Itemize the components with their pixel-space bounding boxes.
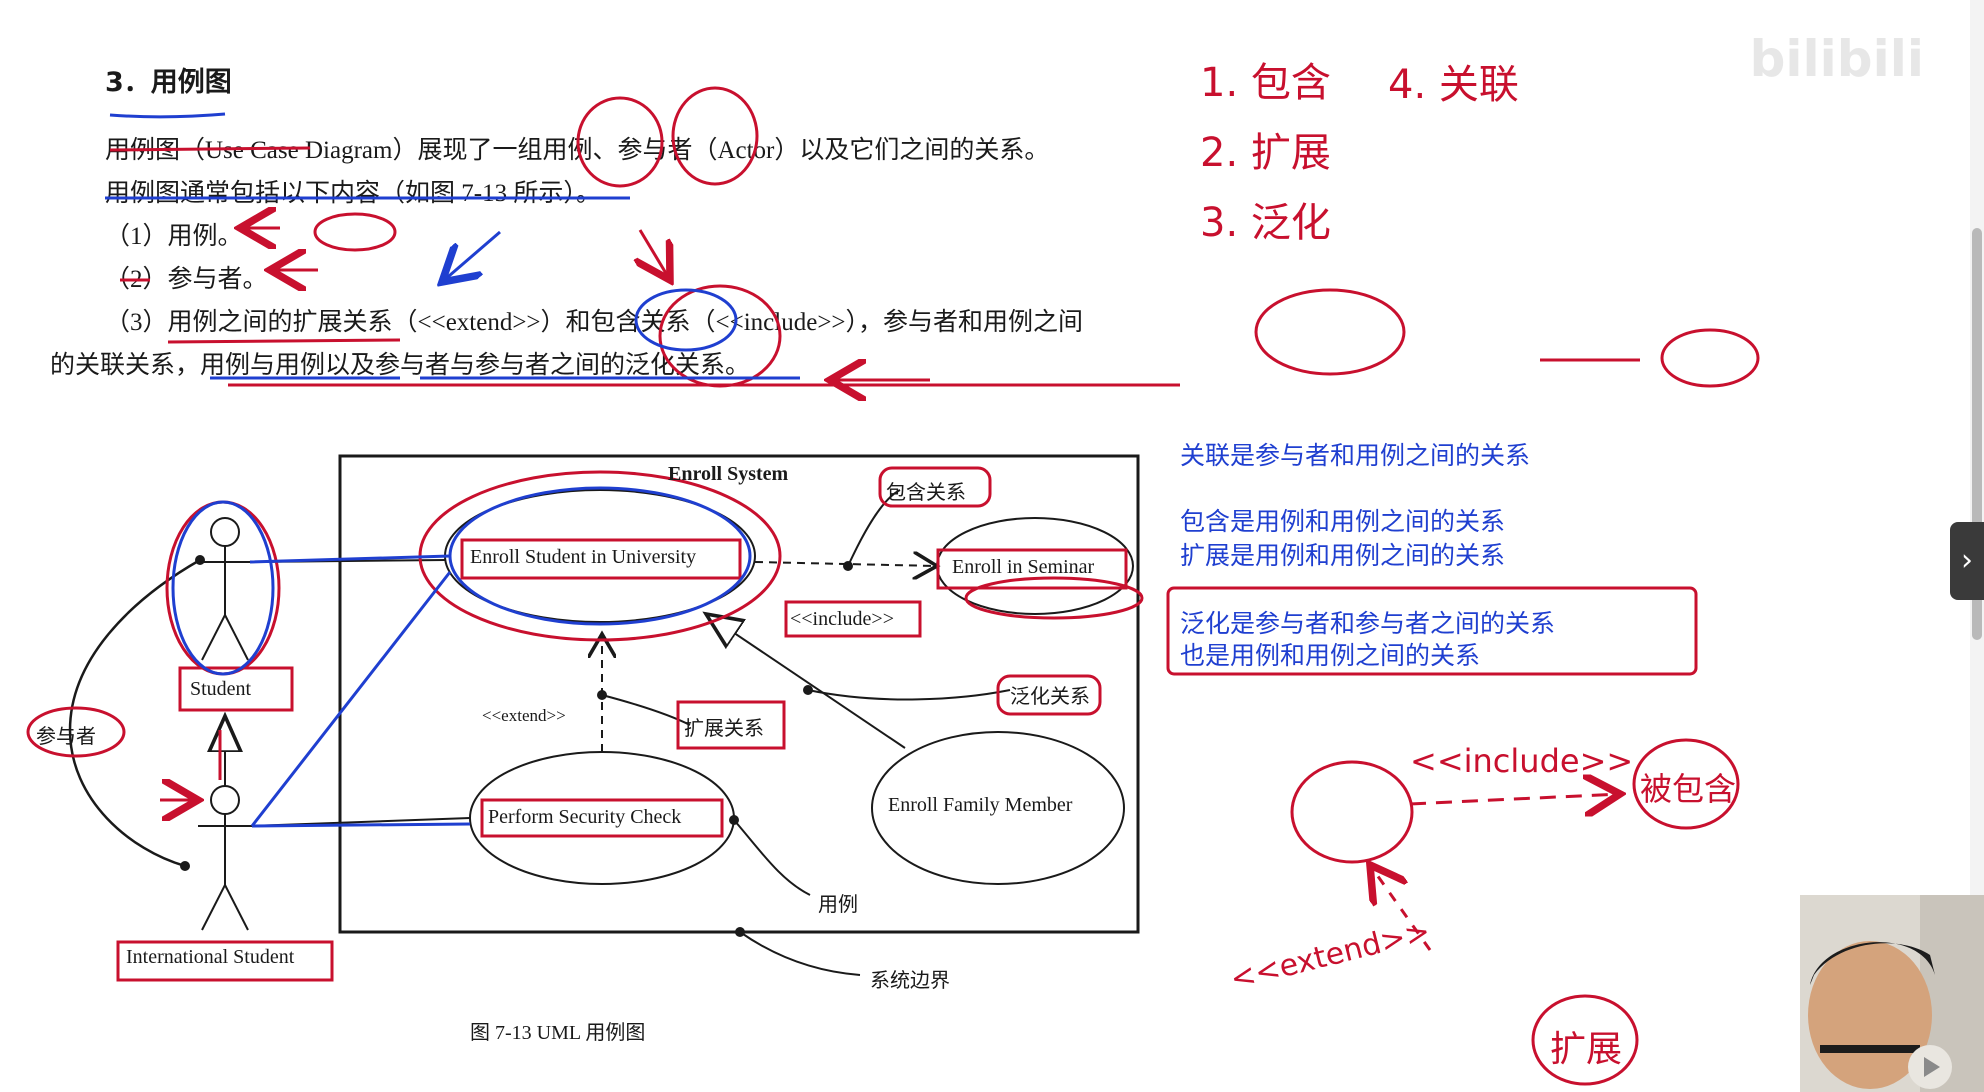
hand-list-2: 2. 扩展 — [1200, 120, 1331, 178]
hand-include-tag: <<include>> — [1410, 742, 1633, 780]
hand-list-4: 4. 关联 — [1388, 52, 1519, 110]
callout-generalization: 泛化关系 — [1010, 680, 1090, 709]
note-generalization-1: 泛化是参与者和参与者之间的关系 — [1180, 604, 1555, 640]
use-case-label-family: Enroll Family Member — [888, 794, 1072, 817]
hand-included: 被包含 — [1640, 764, 1736, 810]
actor-international-figure — [198, 786, 252, 930]
note-extend: 扩展是用例和用例之间的关系 — [1180, 536, 1505, 572]
actor-label-international: International Student — [126, 946, 294, 969]
chevron-right-icon: › — [1961, 543, 1973, 578]
stereotype-include: <<include>> — [790, 608, 894, 631]
use-case-label-university: Enroll Student in University — [470, 546, 696, 569]
red-ink-annotations — [28, 88, 1758, 1084]
callout-actor: 参与者 — [36, 720, 96, 749]
hand-list-3: 3. 泛化 — [1200, 190, 1331, 248]
leader-boundary — [740, 932, 860, 975]
stereotype-extend: <<extend>> — [482, 706, 566, 726]
next-page-button[interactable]: › — [1950, 522, 1984, 600]
use-case-label-seminar: Enroll in Seminar — [952, 556, 1094, 579]
use-case-label-security: Perform Security Check — [488, 806, 681, 829]
callout-use-case: 用例 — [818, 888, 858, 917]
callout-boundary: 系统边界 — [870, 964, 950, 993]
hand-extended: 扩展 — [1550, 1020, 1622, 1072]
note-association: 关联是参与者和用例之间的关系 — [1180, 436, 1530, 472]
presenter-figure — [1800, 895, 1984, 1092]
note-generalization-2: 也是用例和用例之间的关系 — [1180, 636, 1480, 672]
actor-student-figure — [198, 518, 252, 660]
callout-extend: 扩展关系 — [684, 712, 764, 741]
hand-list-1: 1. 包含 — [1200, 50, 1331, 108]
system-title: Enroll System — [668, 463, 788, 486]
leader-use-case — [734, 820, 810, 895]
leader-actor — [70, 560, 200, 866]
note-include: 包含是用例和用例之间的关系 — [1180, 502, 1505, 538]
leader-generalization — [808, 690, 1010, 699]
figure-caption: 图 7-13 UML 用例图 — [470, 1016, 645, 1045]
actor-label-student: Student — [190, 678, 251, 701]
callout-include: 包含关系 — [886, 476, 966, 505]
webcam-overlay — [1800, 895, 1984, 1092]
